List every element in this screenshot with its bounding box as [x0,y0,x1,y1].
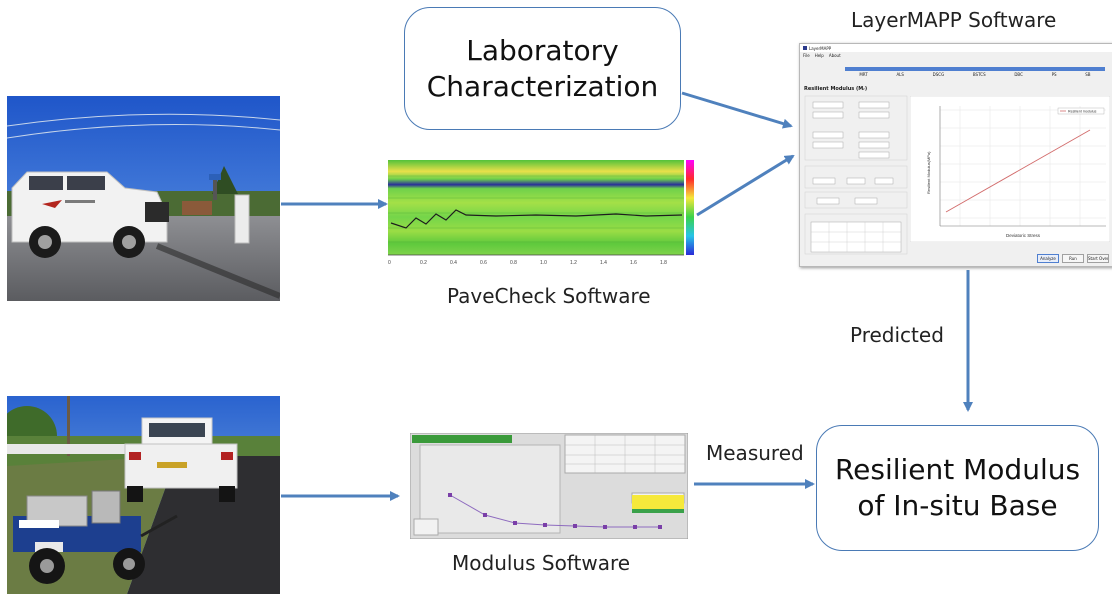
tab-sb[interactable]: SB [1085,72,1091,77]
fwd-trailer-photo [7,396,280,594]
menu-about[interactable]: About [828,53,841,58]
layermapp-tab-strip [845,67,1105,71]
tab-ps[interactable]: PS [1051,72,1057,77]
menu-file[interactable]: File [803,53,810,58]
analyze-button[interactable]: Analyze [1037,254,1059,263]
tab-bstcs[interactable]: BSTCS [972,72,986,77]
layermapp-caption: LayerMAPP Software [851,8,1057,32]
laboratory-characterization-box: Laboratory Characterization [404,7,681,130]
arrow-lab-to-layermapp [681,91,793,129]
layermapp-app-icon [803,46,807,50]
result-box-line2: of In-situ Base [857,489,1058,522]
run-button[interactable]: Run [1062,254,1084,263]
svg-text:1.4: 1.4 [600,260,607,266]
svg-text:0.8: 0.8 [510,260,517,266]
layermapp-menubar: File Help About [800,52,1112,59]
layermapp-tabs: MRT ALS DSCG BSTCS DBC PS SB [845,72,1105,77]
tab-als[interactable]: ALS [896,72,904,77]
svg-text:1.2: 1.2 [570,260,577,266]
layermapp-chart: Resilient modulus Deviatoric Stress Resi… [910,96,1110,242]
chart-y-axis-label: Resilient Modulus(MPa) [926,151,931,194]
menu-help[interactable]: Help [814,53,824,58]
tab-mrt[interactable]: MRT [859,72,868,77]
layermapp-section-title: Resilient Modulus (Mᵣ) [804,86,868,92]
layermapp-input-panel [804,95,908,255]
svg-text:1.6: 1.6 [630,260,637,266]
chart-legend-label: Resilient modulus [1068,110,1097,114]
start-over-button[interactable]: Start Over [1087,254,1109,263]
resilient-modulus-box: Resilient Modulus of In-situ Base [816,425,1099,551]
svg-text:0.6: 0.6 [480,260,487,266]
layermapp-titlebar: LayerMAPP [800,44,1112,52]
measured-label: Measured [706,441,804,465]
svg-text:1.8: 1.8 [660,260,667,266]
resilient-modulus-trend-line [945,129,1091,213]
pavecheck-caption: PaveCheck Software [447,284,651,308]
layermapp-button-row: Analyze Run Start Over [1037,254,1109,263]
tab-dbc[interactable]: DBC [1014,72,1023,77]
predicted-label: Predicted [850,323,944,347]
lab-box-line1: Laboratory [466,33,619,67]
survey-truck-photo [7,96,280,301]
lab-box-line2: Characterization [426,69,659,103]
layermapp-title: LayerMAPP [809,45,832,51]
tab-dscg[interactable]: DSCG [932,72,945,77]
svg-text:0.2: 0.2 [420,260,427,266]
svg-text:0.4: 0.4 [450,260,457,266]
svg-text:1.0: 1.0 [540,260,547,266]
layermapp-window: LayerMAPP File Help About MRT ALS DSCG B… [799,43,1112,267]
arrow-pavecheck-to-layermapp [696,154,795,217]
chart-x-axis-label: Deviatoric Stress [1006,233,1041,238]
modulus-caption: Modulus Software [452,551,631,575]
pavecheck-screenshot: 0 0.2 0.4 0.6 0.8 1.0 1.2 1.4 1.6 1.8 [386,158,696,268]
result-box-line1: Resilient Modulus [834,453,1081,486]
svg-text:0: 0 [388,260,391,266]
modulus-software-screenshot [409,432,689,540]
